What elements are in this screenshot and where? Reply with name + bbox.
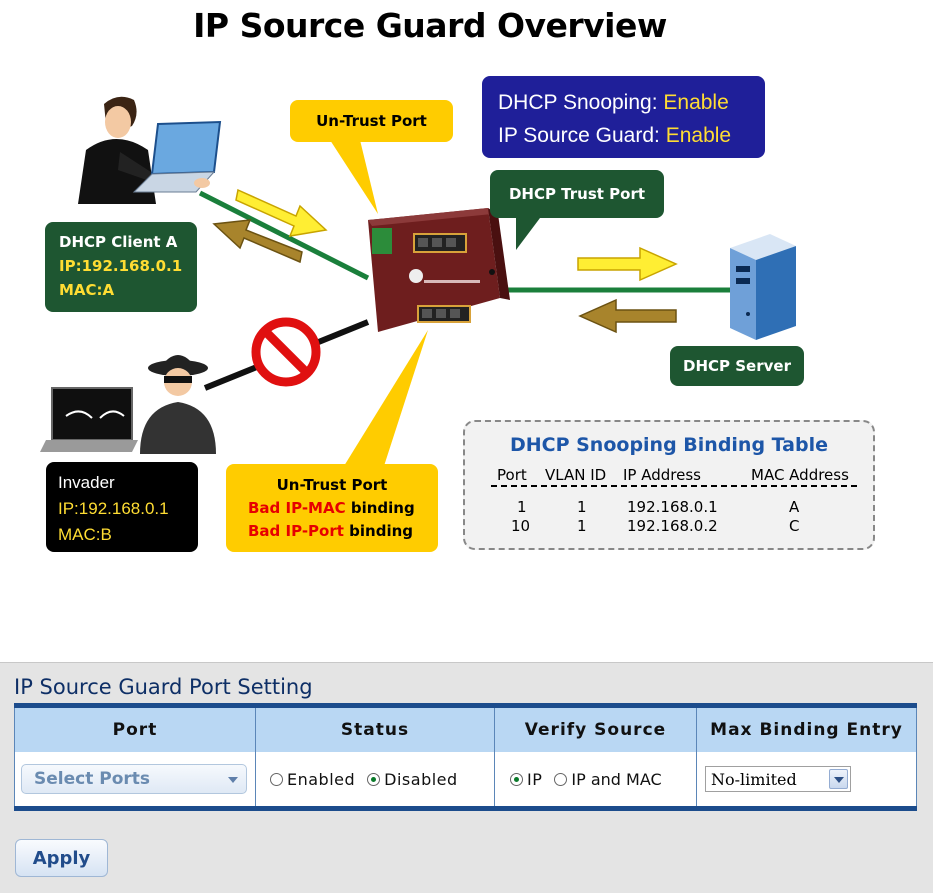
binding-cell: 1: [577, 517, 587, 535]
untrust-top-tail: [330, 140, 378, 214]
client-name: DHCP Client A: [59, 233, 178, 251]
binding-cell: 10: [511, 517, 531, 535]
diagram-graphics: [40, 96, 796, 466]
dropdown-arrow-icon[interactable]: [829, 769, 848, 789]
binding-cell: 1: [577, 498, 587, 516]
header-port: Port: [14, 708, 256, 752]
invader-mac: MAC:B: [58, 525, 112, 544]
arrow-reply-icon: [212, 219, 303, 264]
ip-source-guard-value: Enable: [665, 124, 732, 147]
chevron-down-icon: [228, 777, 238, 783]
binding-cell: 1: [517, 498, 527, 516]
panel-title: IP Source Guard Port Setting: [14, 675, 313, 699]
select-ports-dropdown[interactable]: Select Ports: [21, 764, 247, 794]
arrow-server-request-icon: [577, 246, 678, 282]
dhcp-snooping-value: Enable: [663, 91, 729, 114]
verify-ip-mac-label[interactable]: IP and MAC: [571, 769, 662, 789]
invader-box: Invader IP:192.168.0.1 MAC:B: [46, 462, 198, 552]
trust-port-tail: [516, 210, 546, 250]
untrust-bottom-tail: [344, 330, 428, 466]
status-disabled-label[interactable]: Disabled: [384, 769, 458, 789]
binding-text-2: binding: [349, 522, 414, 540]
untrust-port-bottom-box: Un-Trust Port Bad IP-MAC binding Bad IP-…: [226, 464, 438, 552]
client-mac: MAC:A: [59, 281, 115, 299]
diagram-title: IP Source Guard Overview: [193, 6, 667, 45]
server-icon: [730, 234, 796, 340]
header-max-binding: Max Binding Entry: [696, 708, 917, 752]
cell-port: Select Ports: [14, 752, 256, 806]
bad-ip-port-line: Bad IP-Port binding: [226, 520, 438, 543]
switch-device-icon: [368, 208, 510, 332]
binding-cell: 192.168.0.2: [627, 517, 718, 535]
arrow-server-reply-icon: [578, 298, 677, 334]
port-setting-panel: IP Source Guard Port Setting Port Status…: [0, 662, 933, 893]
invader-ip: IP:192.168.0.1: [58, 499, 169, 518]
untrust-port-top-label: Un-Trust Port: [290, 100, 453, 142]
verify-ip-radio[interactable]: [510, 772, 523, 786]
select-ports-label: Select Ports: [34, 769, 151, 789]
status-disabled-radio[interactable]: [367, 772, 381, 786]
untrust-top-text: Un-Trust Port: [316, 112, 427, 130]
status-enabled-radio[interactable]: [270, 772, 283, 786]
verify-ip-label[interactable]: IP: [527, 769, 543, 789]
binding-header-vlan: VLAN ID: [545, 466, 607, 484]
status-enabled-label[interactable]: Enabled: [287, 769, 356, 789]
bad-ip-mac-text: Bad IP-MAC: [248, 499, 346, 517]
port-setting-table: Port Status Verify Source Max Binding En…: [14, 703, 917, 811]
bad-ip-port-text: Bad IP-Port: [248, 522, 344, 540]
max-binding-value: No-limited: [711, 769, 797, 789]
verify-ip-mac-radio[interactable]: [554, 772, 568, 786]
binding-cell: A: [789, 498, 800, 516]
ip-source-guard-diagram: IP Source Guard Overview: [40, 6, 875, 552]
cell-verify-source: IP IP and MAC: [494, 752, 697, 806]
binding-cell: C: [789, 517, 800, 535]
max-binding-select[interactable]: No-limited: [705, 766, 851, 792]
dhcp-snooping-label: DHCP Snooping:: [498, 91, 658, 114]
invader-name: Invader: [58, 473, 115, 492]
ip-source-guard-label: IP Source Guard:: [498, 124, 660, 147]
dhcp-snooping-line: DHCP Snooping: Enable: [498, 86, 765, 119]
binding-header-port: Port: [497, 466, 527, 484]
cell-max-binding: No-limited: [696, 752, 917, 806]
binding-header-ip: IP Address: [623, 466, 701, 484]
binding-table-title: DHCP Snooping Binding Table: [509, 434, 829, 456]
status-box: DHCP Snooping: Enable IP Source Guard: E…: [482, 76, 765, 158]
apply-button[interactable]: Apply: [15, 839, 108, 877]
ip-source-guard-line: IP Source Guard: Enable: [498, 119, 765, 152]
arrow-request-icon: [235, 188, 328, 237]
invader-person-icon: [140, 355, 216, 454]
binding-text-1: binding: [350, 499, 415, 517]
bad-ip-mac-line: Bad IP-MAC binding: [226, 497, 438, 520]
forbidden-icon: [251, 317, 321, 387]
server-text: DHCP Server: [683, 357, 791, 375]
untrust-bottom-title: Un-Trust Port: [276, 476, 388, 494]
binding-table: DHCP Snooping Binding Table Port VLAN ID…: [463, 420, 875, 550]
binding-divider: [491, 485, 857, 487]
binding-header-mac: MAC Address: [751, 466, 849, 484]
dhcp-client-box: DHCP Client A IP:192.168.0.1 MAC:A: [45, 222, 197, 312]
header-verify-source: Verify Source: [494, 708, 697, 752]
binding-cell: 192.168.0.1: [627, 498, 718, 516]
trust-port-text: DHCP Trust Port: [508, 185, 646, 203]
user-laptop-icon: [78, 96, 222, 204]
client-ip: IP:192.168.0.1: [59, 257, 183, 275]
invader-laptop-icon: [40, 387, 138, 452]
header-status: Status: [255, 708, 495, 752]
dhcp-trust-port-label: DHCP Trust Port: [490, 170, 664, 218]
dhcp-server-label: DHCP Server: [670, 346, 804, 386]
client-link-line: [198, 190, 370, 281]
cell-status: Enabled Disabled: [255, 752, 495, 806]
